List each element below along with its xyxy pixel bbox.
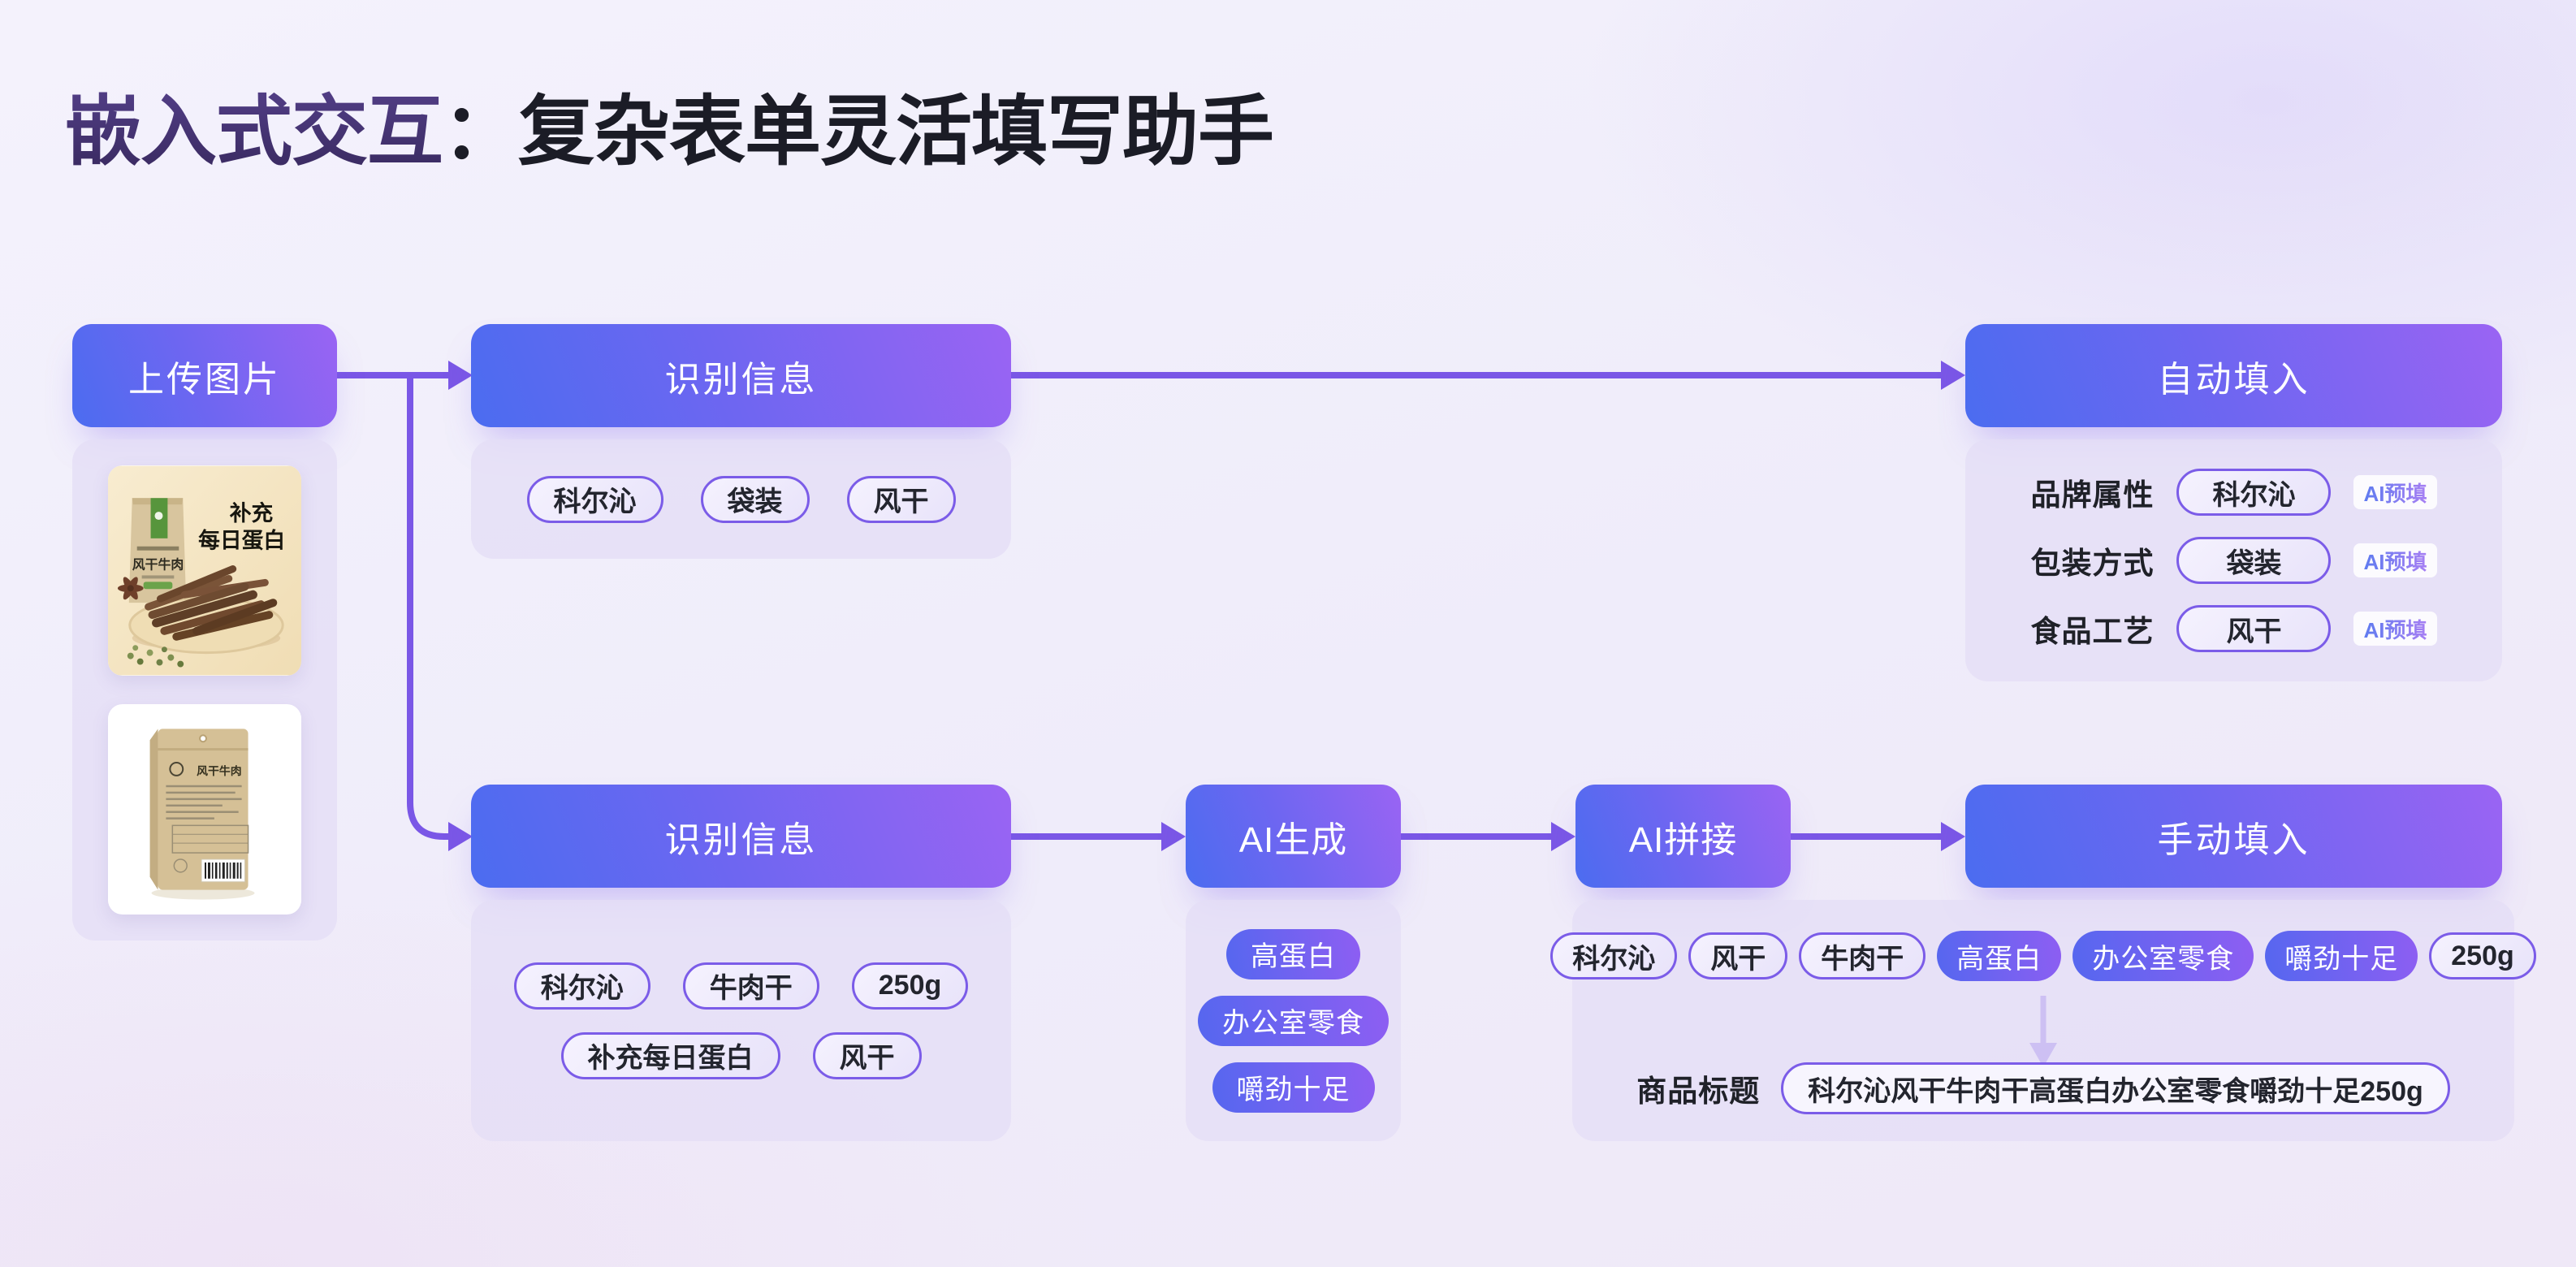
certification-mark xyxy=(173,858,188,873)
node-ai-generate: AI生成 xyxy=(1186,785,1401,888)
form-field-row: 品牌属性 科尔沁 AI预填 xyxy=(2030,469,2437,516)
product-title-row: 商品标题 科尔沁风干牛肉干高蛋白办公室零食嚼劲十足250g xyxy=(1572,1062,2514,1114)
node-manual-fill: 手动填入 xyxy=(1965,785,2502,888)
ai-prefill-badge: AI预填 xyxy=(2353,612,2437,646)
tag-slogan: 补充每日蛋白 xyxy=(560,1031,780,1079)
title-highlight: 嵌入式交互 xyxy=(65,89,443,174)
node-auto-fill: 自动填入 xyxy=(1965,324,2502,427)
product-title-pill: 科尔沁风干牛肉干高蛋白办公室零食嚼劲十足250g xyxy=(1781,1062,2450,1114)
tag-brand: 科尔沁 xyxy=(513,962,650,1010)
tag-brand: 科尔沁 xyxy=(1550,932,1678,979)
tag-process: 风干 xyxy=(1688,932,1788,979)
tag-generated: 嚼劲十足 xyxy=(2265,931,2418,981)
field-label: 包装方式 xyxy=(2030,547,2155,580)
bag-back-name-text: 风干牛肉 xyxy=(197,764,242,777)
tag-brand: 科尔沁 xyxy=(526,475,663,523)
node-ai-splice: AI拼接 xyxy=(1575,785,1791,888)
jerky-sticks xyxy=(145,565,278,641)
nutrition-table xyxy=(171,824,249,854)
tag-process: 风干 xyxy=(812,1031,922,1079)
field-label: 品牌属性 xyxy=(2030,478,2155,512)
form-field-row: 食品工艺 风干 AI预填 xyxy=(2030,605,2437,652)
bag-name-text: 风干牛肉 xyxy=(132,557,184,573)
arrowhead xyxy=(448,361,473,390)
title-rest: 复杂表单灵活填写助手 xyxy=(518,89,1274,174)
star-anise xyxy=(117,577,144,600)
tag-product: 牛肉干 xyxy=(1799,932,1926,979)
arrow-branch-to-recognize-bottom xyxy=(407,375,448,840)
tag-product: 牛肉干 xyxy=(682,962,819,1010)
ai-prefill-badge: AI预填 xyxy=(2353,543,2437,577)
photo-headline-2: 每日蛋白 xyxy=(198,528,285,553)
beef-jerky-back-illustration: 风干牛肉 xyxy=(108,704,301,915)
photo-headline-1: 补充 xyxy=(230,500,274,525)
tag-packaging: 袋装 xyxy=(700,475,810,523)
spliced-tags-row: 科尔沁 风干 牛肉干 高蛋白 办公室零食 嚼劲十足 250g xyxy=(1550,931,2536,981)
recognize-bottom-tags-panel: 科尔沁 牛肉干 250g 补充每日蛋白 风干 xyxy=(471,900,1011,1141)
peppercorns xyxy=(127,645,184,668)
arrowhead xyxy=(1941,361,1965,390)
arrowhead xyxy=(1161,822,1186,851)
form-field-row: 包装方式 袋装 AI预填 xyxy=(2030,537,2437,584)
generated-tag: 高蛋白 xyxy=(1226,928,1360,979)
barcode xyxy=(201,858,246,883)
arrowhead xyxy=(1941,822,1965,851)
tag-weight: 250g xyxy=(851,962,969,1010)
title-colon: ： xyxy=(443,89,519,174)
field-value-pill: 袋装 xyxy=(2176,537,2332,584)
product-title-label: 商品标题 xyxy=(1636,1075,1761,1108)
tag-weight: 250g xyxy=(2429,932,2536,979)
product-photo-back: 风干牛肉 xyxy=(108,704,301,915)
arrowhead xyxy=(448,822,473,851)
tag-process: 风干 xyxy=(846,475,956,523)
tag-generated: 办公室零食 xyxy=(2072,931,2254,981)
arrowhead xyxy=(1551,822,1575,851)
beef-jerky-front-illustration: 风干牛肉 补充 每日蛋白 xyxy=(108,465,301,676)
uploaded-images-panel: 风干牛肉 补充 每日蛋白 xyxy=(72,439,337,941)
page-title: 嵌入式交互：复杂表单灵活填写助手 xyxy=(65,70,1274,180)
tag-row: 科尔沁 牛肉干 250g xyxy=(513,962,969,1010)
ai-prefill-badge: AI预填 xyxy=(2353,475,2437,509)
tag-row: 补充每日蛋白 风干 xyxy=(560,1031,922,1079)
node-recognize-bottom: 识别信息 xyxy=(471,785,1011,888)
field-label: 食品工艺 xyxy=(2030,615,2155,648)
node-recognize-top: 识别信息 xyxy=(471,324,1011,427)
tag-generated: 高蛋白 xyxy=(1937,931,2062,981)
generated-tag: 嚼劲十足 xyxy=(1212,1062,1375,1113)
product-photo-front: 风干牛肉 补充 每日蛋白 xyxy=(108,465,301,676)
auto-fill-form-panel: 品牌属性 科尔沁 AI预填 包装方式 袋装 AI预填 食品工艺 风干 AI预填 xyxy=(1965,439,2502,681)
bag-fine-print xyxy=(166,785,242,819)
recognize-top-tags-panel: 科尔沁 袋装 风干 xyxy=(471,439,1011,559)
field-value-pill: 风干 xyxy=(2176,605,2332,652)
generated-tag: 办公室零食 xyxy=(1198,995,1389,1046)
node-upload-image: 上传图片 xyxy=(72,324,337,427)
ai-generate-tags-panel: 高蛋白 办公室零食 嚼劲十足 xyxy=(1186,900,1401,1141)
manual-fill-panel: 科尔沁 风干 牛肉干 高蛋白 办公室零食 嚼劲十足 250g 商品标题 科尔沁风… xyxy=(1550,900,2536,1141)
field-value-pill: 科尔沁 xyxy=(2176,469,2332,516)
